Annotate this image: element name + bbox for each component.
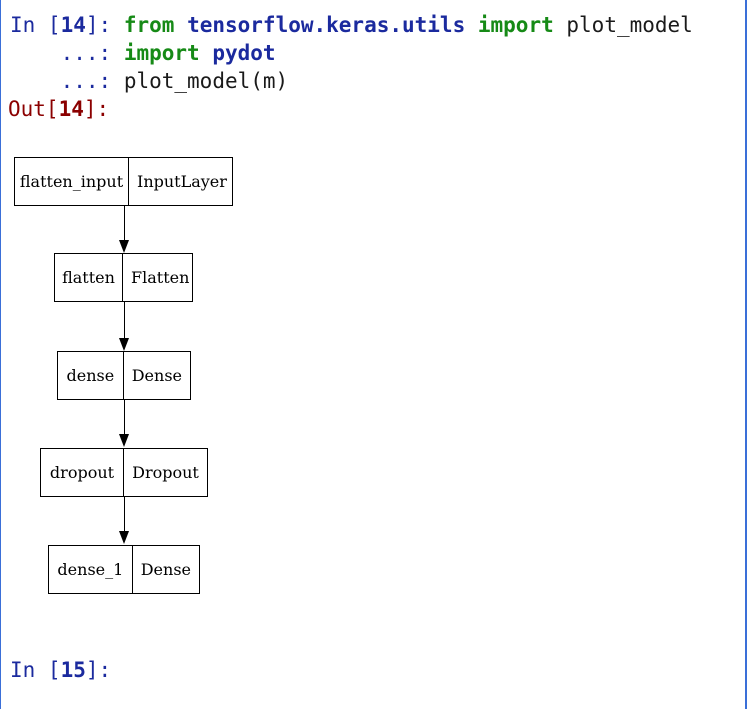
out-prompt: Out[14]: <box>8 97 110 121</box>
arrowhead-icon <box>119 531 129 544</box>
window-left-border <box>0 0 1 709</box>
arrowhead-icon <box>119 240 129 253</box>
keyword-from: from <box>123 13 175 37</box>
graph-edge-4 <box>124 497 126 533</box>
node-layer-name: dense_1 <box>49 546 133 593</box>
node-layer-type: InputLayer <box>137 172 227 191</box>
in-prompt: In [15]: <box>10 658 112 682</box>
node-layer-type: Flatten <box>131 268 190 287</box>
graph-edge-2 <box>124 302 126 340</box>
graph-node-flatten: flatten Flatten <box>54 253 193 302</box>
graph-node-dropout: dropout Dropout <box>40 448 208 497</box>
arrowhead-icon <box>119 338 129 351</box>
node-layer-type: Dense <box>131 366 182 385</box>
node-layer-name: dense <box>58 352 124 399</box>
imported-name: plot_model <box>566 13 693 37</box>
in-prompt: In [14]: <box>10 13 112 37</box>
window-right-border <box>745 0 747 709</box>
input-line-3[interactable]: ...: plot_model(m) <box>10 68 289 95</box>
module-name: tensorflow.keras.utils <box>187 13 466 37</box>
graph-node-flatten-input: flatten_input InputLayer <box>14 157 233 206</box>
graph-node-dense-1: dense_1 Dense <box>48 545 200 594</box>
node-layer-name: flatten_input <box>15 158 129 205</box>
input-line-2[interactable]: ...: import pydot <box>10 40 276 67</box>
output-prompt-line: Out[14]: <box>8 96 109 123</box>
graph-edge-1 <box>124 206 126 242</box>
keyword-import: import <box>477 13 554 37</box>
input-line-1[interactable]: In [14]: from tensorflow.keras.utils imp… <box>10 12 693 39</box>
node-layer-type: Dense <box>140 560 191 579</box>
continuation-prompt: ...: <box>60 41 112 65</box>
graph-edge-3 <box>124 400 126 436</box>
next-input-line[interactable]: In [15]: <box>10 657 111 684</box>
code-call: plot_model(m) <box>123 69 289 93</box>
module-name: pydot <box>212 41 276 65</box>
graph-node-dense: dense Dense <box>57 351 191 400</box>
arrowhead-icon <box>119 434 129 447</box>
node-layer-name: dropout <box>41 449 124 496</box>
node-layer-name: flatten <box>55 254 123 301</box>
node-layer-type: Dropout <box>132 463 199 482</box>
keyword-import: import <box>123 41 200 65</box>
continuation-prompt: ...: <box>60 69 112 93</box>
